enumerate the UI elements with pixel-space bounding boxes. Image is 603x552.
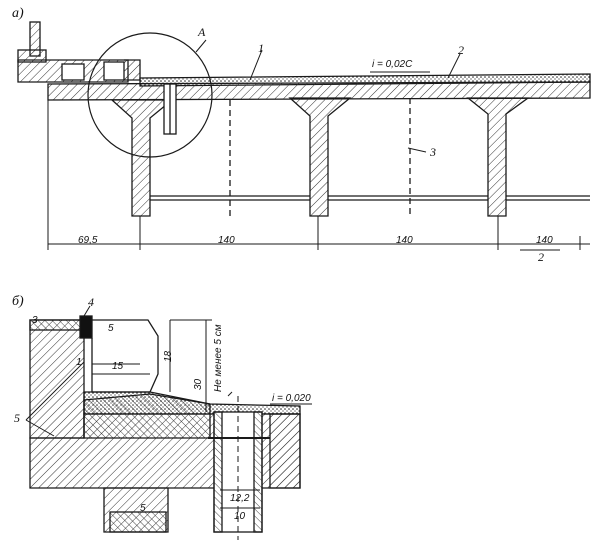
section-b xyxy=(25,305,312,540)
dim-10: 10 xyxy=(234,511,246,522)
dim-5: 5 xyxy=(108,323,114,334)
dim-140-1: 140 xyxy=(218,235,235,246)
slope-label-a: i = 0,02С xyxy=(372,59,413,70)
note-min-5cm: Не менее 5 см xyxy=(213,324,224,392)
girder-1 xyxy=(110,99,174,217)
dim-1: 1 xyxy=(76,357,82,368)
callout-circle-a xyxy=(87,32,213,158)
item-label-4: 4 xyxy=(88,295,94,309)
girder-2 xyxy=(288,97,352,217)
deck-slab xyxy=(47,81,591,101)
panel-label-b: б) xyxy=(12,294,24,309)
item-label-5: 5 xyxy=(14,411,20,425)
seal-strip xyxy=(79,315,93,339)
dim-15: 15 xyxy=(112,361,124,372)
callout-label-a: А xyxy=(198,25,206,39)
dim-69-5: 69,5 xyxy=(78,235,98,246)
curb xyxy=(29,319,85,439)
item-label-2: 2 xyxy=(458,43,464,57)
panel-label-a: а) xyxy=(12,6,24,21)
dim-30: 30 xyxy=(193,378,204,390)
item-label-1: 1 xyxy=(258,41,264,55)
girder-3 xyxy=(466,97,530,217)
slope-label-b: i = 0,020 xyxy=(272,393,311,404)
under-dim-2: 2 xyxy=(538,250,544,264)
dim-3: 3 xyxy=(32,315,38,326)
dim-18: 18 xyxy=(163,350,174,362)
dim-12-2: 12,2 xyxy=(230,493,250,504)
dim-140-2: 140 xyxy=(396,235,413,246)
item-label-3: 3 xyxy=(430,145,436,159)
dim-140-3: 140 xyxy=(536,235,553,246)
section-a xyxy=(17,21,591,251)
item-label-5b: 5 xyxy=(140,503,146,514)
